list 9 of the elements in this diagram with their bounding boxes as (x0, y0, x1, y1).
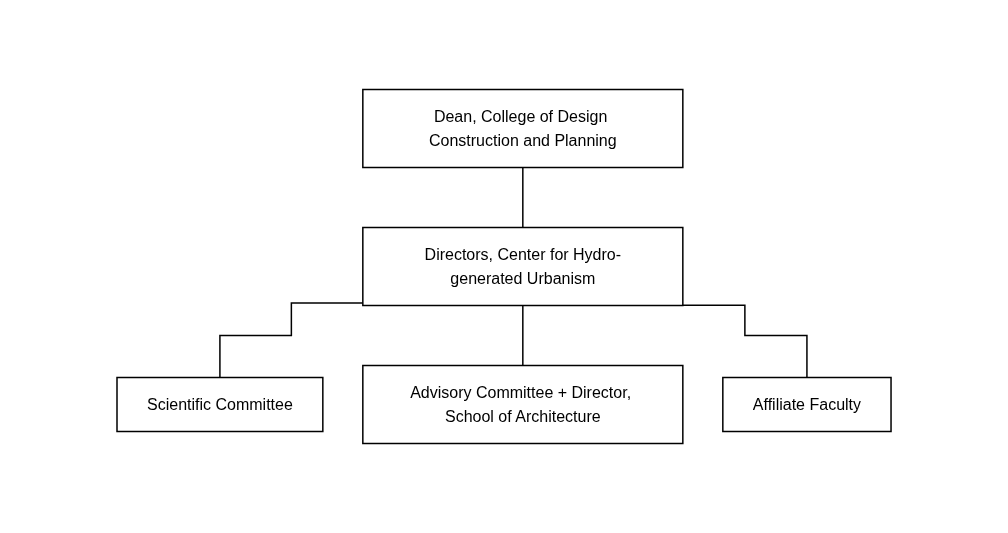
node-box: Affiliate Faculty (722, 376, 892, 433)
connector (682, 304, 808, 379)
node-box: Scientific Committee (116, 376, 324, 433)
connector (522, 166, 524, 229)
connector (522, 304, 524, 367)
connector (219, 302, 364, 379)
node-box: Dean, College of Design Construction and Planning (362, 88, 684, 169)
node-box: Directors, Center for Hydro-generated Urbanism (362, 226, 684, 307)
node-box: Advisory Committee + Director, School of Architecture (362, 364, 684, 445)
